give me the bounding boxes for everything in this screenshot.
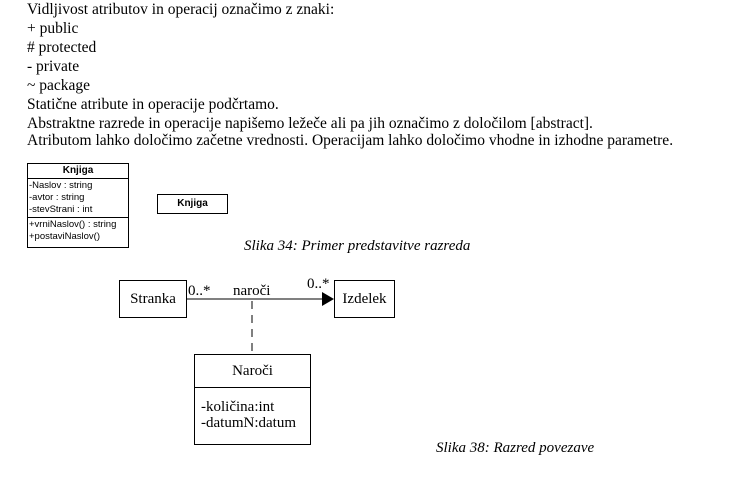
association-name: naroči bbox=[233, 283, 271, 299]
operation: +vrniNaslov() : string bbox=[29, 219, 117, 230]
initial-values-note: Atributom lahko določimo začetne vrednos… bbox=[27, 132, 674, 149]
attribute: -datumN:datum bbox=[201, 415, 296, 431]
operation: +postaviNaslov() bbox=[29, 231, 101, 242]
attribute: -količina:int bbox=[201, 399, 275, 415]
navigability-arrow-icon bbox=[322, 292, 334, 306]
visibility-package: ~ package bbox=[27, 77, 91, 94]
visibility-public: + public bbox=[27, 20, 79, 37]
visibility-protected: # protected bbox=[27, 39, 97, 56]
class-name: Stranka bbox=[130, 290, 176, 307]
attributes-section: -Naslov : string -avtor : string -stevSt… bbox=[28, 179, 128, 218]
operations-section: +vrniNaslov() : string +postaviNaslov() bbox=[28, 218, 128, 244]
class-izdelek: Izdelek bbox=[334, 280, 395, 318]
class-knjiga-compact: Knjiga bbox=[157, 194, 228, 214]
left-multiplicity: 0..* bbox=[188, 283, 211, 299]
class-name: Knjiga bbox=[28, 164, 128, 179]
class-name: Naroči bbox=[195, 355, 310, 388]
attribute: -Naslov : string bbox=[29, 180, 93, 191]
attributes-section: -količina:int -datumN:datum bbox=[195, 388, 310, 431]
class-stranka: Stranka bbox=[119, 280, 187, 318]
abstract-note: Abstraktne razrede in operacije napišemo… bbox=[27, 115, 593, 132]
association-class-naroci: Naroči -količina:int -datumN:datum bbox=[194, 354, 311, 445]
visibility-intro: Vidljivost atributov in operacij označim… bbox=[27, 1, 335, 18]
static-note: Statične atribute in operacije podčrtamo… bbox=[27, 96, 279, 113]
right-multiplicity: 0..* bbox=[307, 276, 330, 292]
class-knjiga-full: Knjiga -Naslov : string -avtor : string … bbox=[27, 163, 129, 248]
attribute: -stevStrani : int bbox=[29, 204, 93, 215]
figure38-caption: Slika 38: Razred povezave bbox=[436, 440, 595, 456]
attribute: -avtor : string bbox=[29, 192, 85, 203]
visibility-private: - private bbox=[27, 58, 80, 75]
class-name: Izdelek bbox=[342, 290, 387, 307]
figure34-caption: Slika 34: Primer predstavitve razreda bbox=[244, 238, 471, 254]
